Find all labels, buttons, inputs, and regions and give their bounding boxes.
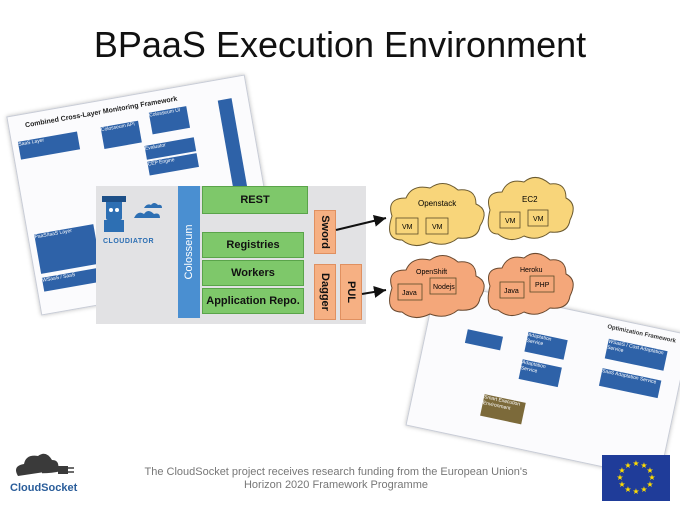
heroku-label: Heroku	[520, 267, 543, 274]
vm-box	[499, 211, 521, 229]
openshift-label: OpenShift	[416, 269, 447, 276]
vm-label: VM	[533, 216, 544, 223]
java-label: Java	[402, 290, 417, 297]
vm-label: VM	[432, 224, 443, 231]
svg-text:★: ★	[632, 487, 639, 496]
openshift-cloud	[389, 255, 485, 318]
doc-block: Colosseum API	[100, 120, 142, 149]
dagger-box: Dagger	[314, 264, 336, 320]
doc-block: PaaS/IaaS Layer	[34, 224, 101, 274]
colosseum-label: Colosseum	[183, 224, 195, 280]
runtime-box	[397, 283, 423, 301]
runtime-box	[499, 281, 525, 299]
rest-box: REST	[202, 186, 308, 214]
svg-text:★: ★	[632, 459, 639, 468]
cloudiator-label: CLOUDIATOR	[103, 238, 155, 245]
svg-text:★: ★	[624, 461, 631, 470]
svg-text:★: ★	[648, 473, 655, 482]
ec2-label: EC2	[522, 195, 538, 204]
slide-title: BPaaS Execution Environment	[93, 24, 587, 65]
pul-box: PUL	[340, 264, 362, 320]
nodejs-label: Nodejs	[433, 284, 455, 291]
doc-block: Colosseum UI	[148, 106, 191, 135]
svg-text:★: ★	[646, 466, 653, 475]
svg-text:★: ★	[616, 473, 623, 482]
vm-label: VM	[402, 224, 413, 231]
doc-block: Adaptation Service	[524, 331, 568, 360]
heroku-cloud	[487, 253, 574, 316]
sword-arrow	[335, 214, 387, 231]
pul-arrow	[361, 286, 387, 298]
cloudsocket-brand: CloudSocket	[10, 482, 78, 494]
ec2-cloud	[487, 177, 574, 240]
registries-box: Registries	[202, 232, 304, 258]
java-label: Java	[504, 288, 519, 295]
doc-block: SaaS Adaptation Service	[598, 368, 662, 399]
svg-text:★: ★	[646, 480, 653, 489]
svg-text:★: ★	[618, 480, 625, 489]
funding-footer: The CloudSocket project receives researc…	[106, 466, 566, 492]
svg-text:★: ★	[624, 485, 631, 494]
svg-text:★: ★	[618, 466, 625, 475]
svg-text:★: ★	[640, 461, 647, 470]
openstack-label: Openstack	[418, 199, 457, 208]
vm-box	[425, 217, 449, 235]
vm-box	[395, 217, 419, 235]
vm-box	[527, 209, 549, 227]
cloudsocket-logo-icon	[16, 453, 74, 476]
runtime-box	[429, 277, 457, 295]
runtime-box	[529, 275, 555, 293]
eu-stars-icon: ★★★ ★★★ ★★★ ★★★	[616, 459, 655, 496]
cloud-providers-diagram: Openstack VM VM EC2 VM VM OpenShift Java…	[335, 177, 574, 318]
doc-block: Smart Execution Environment	[480, 394, 526, 425]
php-label: PHP	[535, 282, 550, 289]
cloudiator-logo-icon	[102, 196, 162, 232]
application-repo-box: Application Repo.	[202, 288, 304, 314]
eu-flag-icon: ★★★ ★★★ ★★★ ★★★	[602, 455, 670, 501]
doc-block: SaaS Layer	[17, 131, 81, 160]
workers-box: Workers	[202, 260, 304, 286]
openstack-cloud	[389, 183, 485, 246]
doc-block	[464, 329, 504, 351]
footer-line-1: The CloudSocket project receives researc…	[144, 466, 528, 478]
sword-box: Sword	[314, 210, 336, 254]
vm-label: VM	[505, 218, 516, 225]
svg-text:★: ★	[640, 485, 647, 494]
doc-block: Adaptation Service	[518, 359, 562, 388]
doc-block: WSaaS / Cost Adaptation Service	[604, 338, 668, 371]
footer-line-2: Horizon 2020 Framework Programme	[243, 479, 428, 491]
colosseum-bar: Colosseum	[178, 186, 200, 318]
